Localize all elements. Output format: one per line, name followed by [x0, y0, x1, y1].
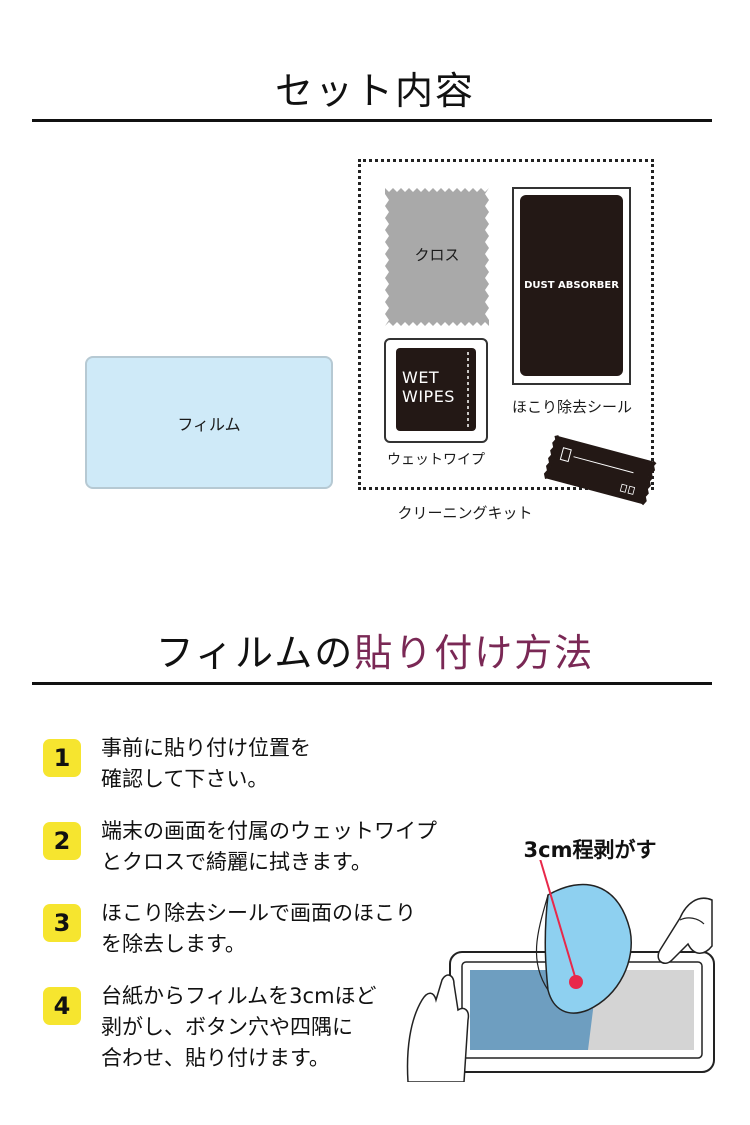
wet-wipes-pack — [396, 348, 476, 431]
step-4-line-3: 合わせ、貼り付けます。 — [101, 1046, 330, 1070]
how-to-heading-plain: フィルムの — [155, 631, 355, 675]
wet-wipes-line2: WIPES — [402, 387, 455, 406]
heading-rule — [32, 119, 712, 122]
peel-film-illustration — [406, 860, 715, 1082]
step-1-badge: 1 — [43, 739, 81, 777]
step-2-badge: 2 — [43, 822, 81, 860]
peel-label: 3cm程剥がす — [523, 838, 657, 862]
wet-wipes-label: ウェットワイプ — [387, 452, 485, 468]
wet-wipes-text: WET WIPES — [402, 368, 462, 406]
cleaning-kit-label: クリーニングキット — [397, 504, 533, 522]
step-4-badge: 4 — [43, 987, 81, 1025]
how-to-rule — [32, 682, 712, 685]
how-to-heading: フィルムの貼り付け方法 — [0, 622, 750, 677]
cleaning-kit-box — [358, 159, 654, 490]
how-to-heading-accent: 貼り付け方法 — [354, 631, 595, 675]
film-item: フィルム — [85, 356, 333, 489]
set-contents-heading: セット内容 — [274, 69, 475, 113]
cloth-label: クロス — [414, 246, 460, 264]
step-2-text: 端末の画面を付属のウェットワイプ とクロスで綺麗に拭きます。 — [101, 816, 437, 878]
dust-absorber-text: DUST ABSORBER — [524, 280, 619, 291]
film-label: フィルム — [177, 414, 241, 434]
step-2-line-2: とクロスで綺麗に拭きます。 — [101, 850, 372, 874]
step-4-text: 台紙からフィルムを3cmほど 剥がし、ボタン穴や四隅に 合わせ、貼り付けます。 — [101, 981, 377, 1074]
wet-wipes-line1: WET — [402, 368, 440, 387]
tear-line-icon — [467, 352, 469, 428]
step-3-text: ほこり除去シールで画面のほこり を除去します。 — [101, 898, 416, 960]
cloth-icon — [385, 188, 489, 326]
step-1-text: 事前に貼り付け位置を 確認して下さい。 — [101, 733, 311, 795]
kit-packet-icon — [543, 435, 657, 506]
step-4-line-1: 台紙からフィルムを3cmほど — [101, 984, 377, 1008]
step-3-line-2: を除去します。 — [101, 932, 246, 956]
dust-absorber-label: ほこり除去シール — [511, 398, 632, 416]
step-3-badge: 3 — [43, 904, 81, 942]
dust-absorber-sticker: DUST ABSORBER — [520, 195, 623, 376]
step-4-line-2: 剥がし、ボタン穴や四隅に — [101, 1015, 353, 1039]
step-3-line-1: ほこり除去シールで画面のほこり — [101, 901, 416, 925]
step-1-line-1: 事前に貼り付け位置を — [101, 736, 311, 760]
step-2-line-1: 端末の画面を付属のウェットワイプ — [101, 819, 437, 843]
step-1-line-2: 確認して下さい。 — [101, 767, 269, 791]
